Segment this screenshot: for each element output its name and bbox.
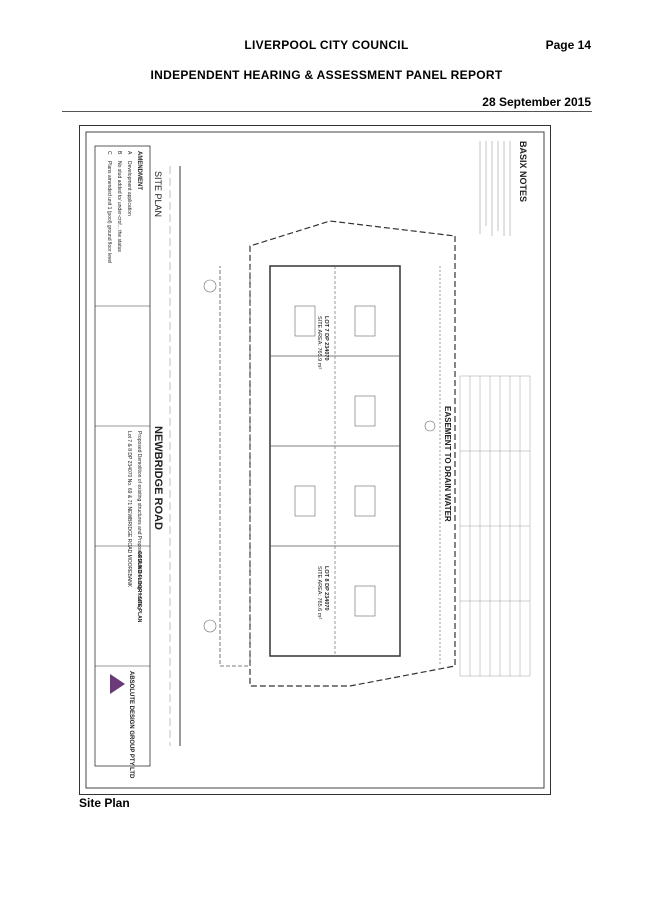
basix-title: BASIX NOTES [518,141,528,202]
schedule-tables [459,375,531,677]
header-page-number: Page 14 [545,38,591,52]
site-boundary [249,220,456,687]
drawing-inner-border [85,131,545,789]
site-plan-svg: NEWBRIDGE ROAD EASEMENT TO DRAIN WATER S… [85,131,545,789]
figure-caption: Site Plan [79,796,130,810]
header-report-title: INDEPENDENT HEARING & ASSESSMENT PANEL R… [150,68,503,82]
header-date: 28 September 2015 [482,95,591,109]
amendments-label: AMENDMENT [136,151,142,190]
easement-label: EASEMENT TO DRAIN WATER [443,406,452,522]
rev-a-note: Development application [126,161,132,216]
rev-c-note: Plans amended unit 1 (pool) ground floor… [106,161,112,263]
road-name: NEWBRIDGE ROAD [152,426,164,530]
header-rule [62,111,592,112]
site-area-right: SITE AREA: 765.6 m² [316,566,322,619]
rev-c: C [106,151,112,155]
sheet-title: GROUND FLOOR / SITE PLAN [136,551,142,623]
lot-right: LOT 8 DP 234070 [323,566,329,611]
rotated-plan: NEWBRIDGE ROAD EASEMENT TO DRAIN WATER S… [94,141,531,779]
header-council: LIVERPOOL CITY COUNCIL [244,38,409,52]
title-block [94,145,151,767]
lot-left: LOT 7 DP 234070 [323,316,329,361]
basix-notes-text [479,141,511,236]
project-address: Lot 7 & 8 DP 234070 No. 69 & 71 NEWBRIDG… [126,431,132,588]
rev-b-note: No stud added to/ under-crof... the stat… [116,161,122,252]
driveway [219,266,251,667]
site-plan-drawing: NEWBRIDGE ROAD EASEMENT TO DRAIN WATER S… [79,125,551,795]
rev-b: B [116,151,122,155]
rev-a: A [126,151,132,155]
firm-name: ABSOLUTE DESIGN GROUP PTY LTD [128,671,134,779]
site-plan-label: SITE PLAN [153,171,163,217]
site-area-left: SITE AREA: 765.9 m² [316,316,322,369]
firm-logo-icon [110,674,125,694]
project-desc: Proposed Demolition of existing structur… [136,431,142,609]
